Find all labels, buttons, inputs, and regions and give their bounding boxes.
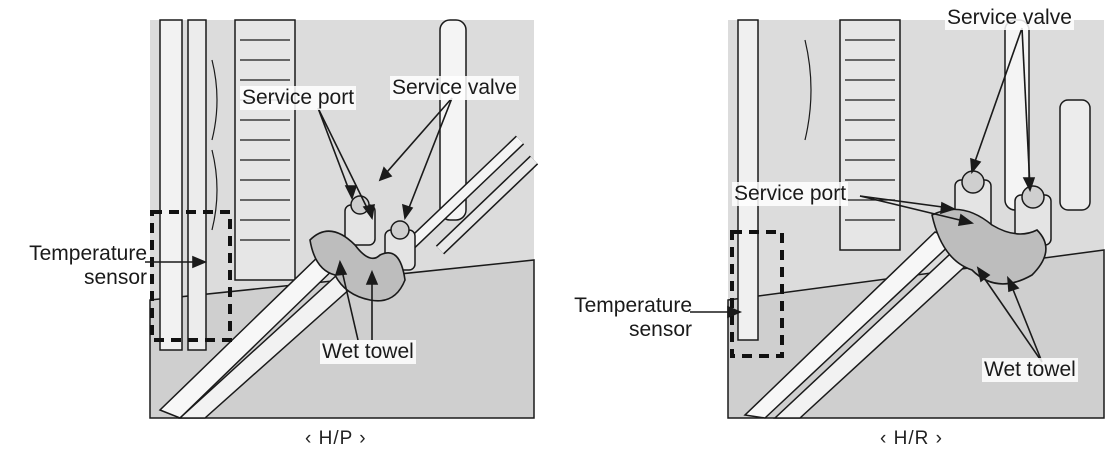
hr-illustration bbox=[690, 19, 1105, 419]
hp-frame-column bbox=[159, 19, 183, 351]
figure-hr: Service valve Service port Temperature s… bbox=[560, 0, 1120, 451]
hr-service-valve-label: Service valve bbox=[945, 6, 1074, 30]
hr-wet-towel bbox=[931, 208, 1047, 285]
hp-refrigerant-pipes bbox=[158, 135, 539, 419]
hr-temperature-sensor-zone bbox=[730, 230, 784, 358]
hp-riser-pipe bbox=[439, 19, 467, 221]
hr-riser-pipe bbox=[1059, 99, 1091, 211]
hp-caption: ‹ H/P › bbox=[305, 428, 367, 449]
hp-service-valves bbox=[344, 195, 416, 271]
hp-coil bbox=[234, 19, 296, 281]
figure-hp: Service port Service valve Temperature s… bbox=[29, 19, 539, 449]
hp-coil-tubes bbox=[211, 39, 290, 241]
hr-frame-column bbox=[737, 19, 759, 341]
hp-wet-towel-label: Wet towel bbox=[320, 340, 416, 364]
hr-leaders bbox=[690, 27, 1043, 363]
hp-temperature-sensor-label: Temperature sensor bbox=[29, 242, 147, 289]
hp-wet-towel bbox=[309, 230, 406, 302]
hr-caption: ‹ H/R › bbox=[880, 428, 943, 449]
hr-wet-towel-label: Wet towel bbox=[982, 358, 1078, 382]
hr-coil-tubes bbox=[804, 39, 895, 221]
hp-temperature-sensor-zone bbox=[150, 210, 232, 342]
hr-coil bbox=[839, 19, 901, 251]
hr-refrigerant-pipes bbox=[743, 231, 987, 419]
hp-leaders bbox=[145, 97, 453, 341]
hp-illustration bbox=[145, 19, 539, 419]
hr-service-port-label: Service port bbox=[732, 182, 849, 206]
hp-frame-column bbox=[187, 19, 207, 351]
hp-service-valve-label: Service valve bbox=[390, 76, 519, 100]
hr-temperature-sensor-label: Temperature sensor bbox=[574, 294, 692, 341]
hp-service-port-label: Service port bbox=[240, 86, 357, 110]
